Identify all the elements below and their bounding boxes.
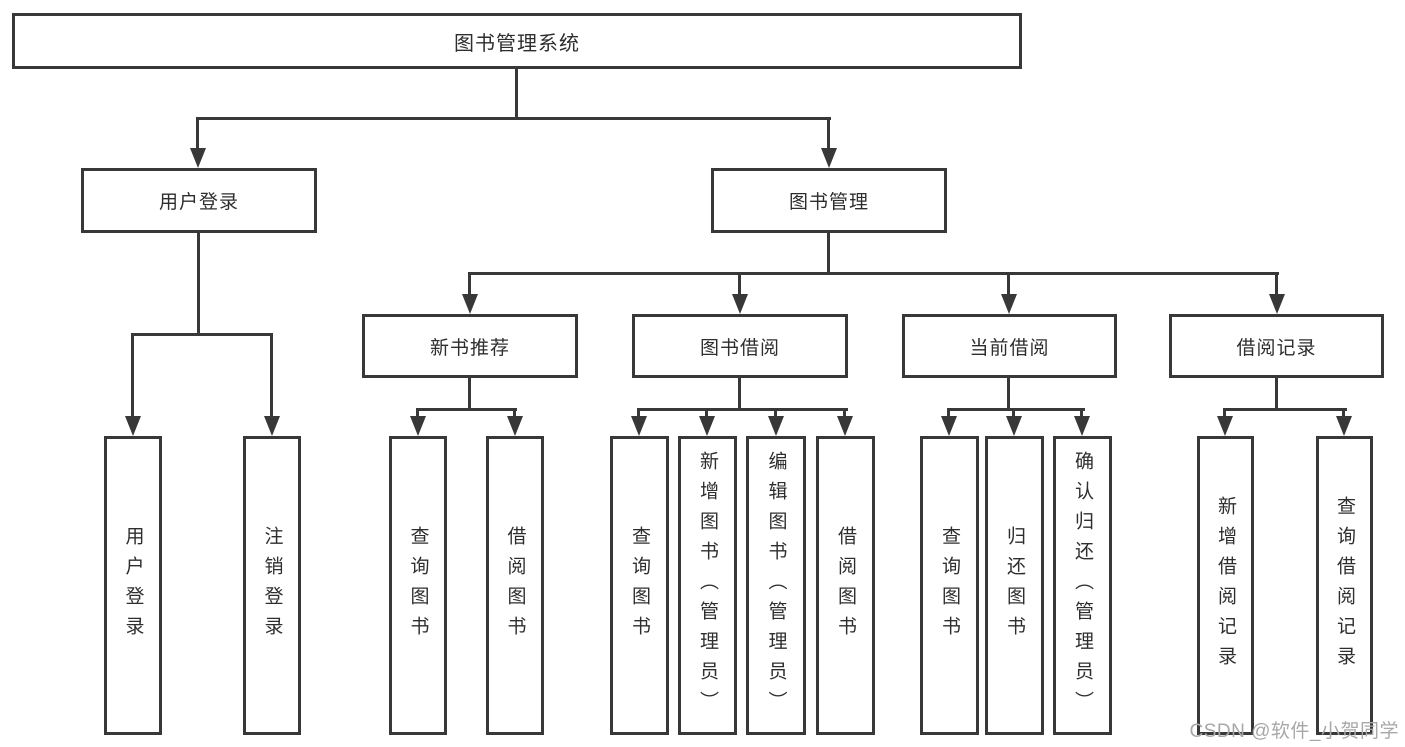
connector-line — [738, 378, 741, 411]
connector-line — [947, 408, 950, 418]
node-label: 查询图书 — [407, 525, 429, 646]
node-label: 新增借阅记录 — [1215, 495, 1236, 676]
connector-line — [774, 408, 777, 418]
connector-line — [513, 408, 516, 418]
node-label: 图书管理 — [788, 192, 869, 213]
leaf-return-books: 归还图书 — [985, 436, 1044, 735]
connector-line — [738, 272, 741, 296]
connector-line — [1007, 272, 1010, 296]
node-label: 图书借阅 — [699, 337, 780, 359]
node-label: 编辑图书（管理员） — [765, 450, 787, 721]
node-label: 新增图书（管理员） — [697, 450, 718, 721]
leaf-query-borrow-record: 查询借阅记录 — [1316, 436, 1373, 735]
connector-line — [416, 408, 419, 418]
connector-line — [196, 117, 831, 120]
leaf-query-books: 查询图书 — [610, 436, 669, 735]
arrow-down-icon — [1074, 416, 1090, 436]
node-book-management: 图书管理 — [711, 168, 947, 233]
connector-line — [270, 333, 273, 416]
connector-line — [637, 408, 640, 418]
connector-line — [468, 272, 471, 296]
leaf-edit-books-admin: 编辑图书（管理员） — [746, 436, 806, 735]
arrow-down-icon — [1001, 294, 1017, 314]
connector-line — [1007, 378, 1010, 411]
leaf-add-books-admin: 新增图书（管理员） — [678, 436, 737, 735]
arrow-down-icon — [507, 416, 523, 436]
arrow-down-icon — [837, 416, 853, 436]
leaf-logout: 注销登录 — [243, 436, 301, 735]
leaf-query-books: 查询图书 — [920, 436, 979, 735]
node-label: 查询图书 — [939, 525, 960, 646]
arrow-down-icon — [1269, 294, 1285, 314]
node-label: 借阅图书 — [504, 525, 526, 646]
connector-line — [468, 378, 471, 411]
connector-line — [131, 333, 273, 336]
csdn-watermark: CSDN @软件_小贺同学 — [1189, 721, 1399, 742]
connector-line — [947, 408, 1085, 411]
arrow-down-icon — [699, 416, 715, 436]
connector-line — [196, 117, 199, 150]
connector-line — [843, 408, 846, 418]
connector-line — [1012, 408, 1015, 418]
connector-line — [637, 408, 848, 411]
node-label: 图书管理系统 — [454, 32, 580, 55]
node-label: 当前借阅 — [969, 337, 1050, 359]
leaf-query-books: 查询图书 — [389, 436, 447, 735]
leaf-borrow-books: 借阅图书 — [816, 436, 875, 735]
arrow-down-icon — [732, 294, 748, 314]
node-user-login: 用户登录 — [81, 168, 317, 233]
node-current-borrowing: 当前借阅 — [902, 314, 1117, 378]
node-label: 用户登录 — [158, 192, 239, 213]
node-label: 借阅记录 — [1236, 337, 1317, 359]
node-label: 注销登录 — [261, 525, 283, 646]
connector-line — [1223, 408, 1347, 411]
node-label: 查询借阅记录 — [1334, 495, 1355, 676]
arrow-down-icon — [631, 416, 647, 436]
leaf-borrow-books: 借阅图书 — [486, 436, 544, 735]
connector-line — [468, 272, 1279, 275]
leaf-user-login: 用户登录 — [104, 436, 162, 735]
arrow-down-icon — [1217, 416, 1233, 436]
arrow-down-icon — [264, 416, 280, 436]
arrow-down-icon — [410, 416, 426, 436]
arrow-down-icon — [125, 416, 141, 436]
node-label: 确认归还（管理员） — [1072, 450, 1093, 721]
node-label: 查询图书 — [629, 525, 650, 646]
node-new-book-recommendation: 新书推荐 — [362, 314, 578, 378]
connector-line — [416, 408, 517, 411]
node-library-management-system: 图书管理系统 — [12, 13, 1022, 69]
arrow-down-icon — [190, 148, 206, 168]
node-label: 新书推荐 — [429, 337, 510, 359]
connector-line — [515, 69, 518, 119]
node-book-borrowing: 图书借阅 — [632, 314, 848, 378]
connector-line — [705, 408, 708, 418]
node-label: 用户登录 — [122, 525, 144, 646]
node-label: 归还图书 — [1004, 525, 1025, 646]
connector-line — [1342, 408, 1345, 418]
connector-line — [827, 233, 830, 275]
arrow-down-icon — [1006, 416, 1022, 436]
arrow-down-icon — [1336, 416, 1352, 436]
leaf-confirm-return-admin: 确认归还（管理员） — [1053, 436, 1112, 735]
connector-line — [131, 333, 134, 416]
node-borrowing-records: 借阅记录 — [1169, 314, 1384, 378]
connector-line — [197, 233, 200, 336]
arrow-down-icon — [941, 416, 957, 436]
node-label: 借阅图书 — [835, 525, 856, 646]
connector-line — [1080, 408, 1083, 418]
arrow-down-icon — [768, 416, 784, 436]
arrow-down-icon — [462, 294, 478, 314]
arrow-down-icon — [821, 148, 837, 168]
connector-line — [1223, 408, 1226, 418]
connector-line — [1275, 272, 1278, 296]
connector-line — [827, 117, 830, 150]
leaf-add-borrow-record: 新增借阅记录 — [1197, 436, 1254, 735]
connector-line — [1275, 378, 1278, 411]
